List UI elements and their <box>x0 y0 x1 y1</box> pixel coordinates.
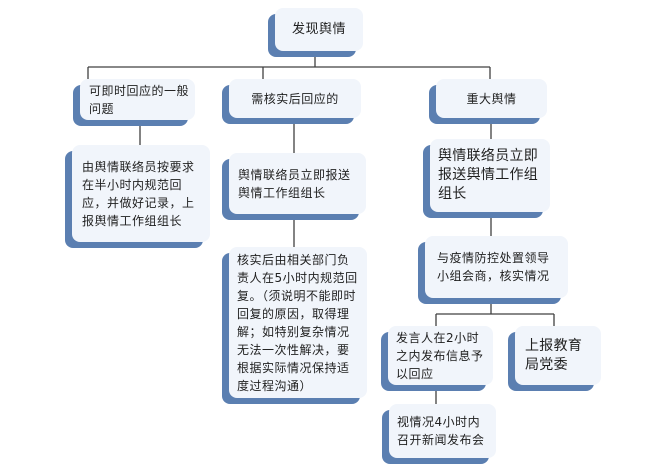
branch-node-press-conference-text: 视情况4小时内召开新闻发布会 <box>397 415 485 447</box>
category-node-major-incident: 重大舆情 <box>436 79 547 118</box>
category-node-verify-first: 需核实后回应的 <box>229 79 361 118</box>
step-node-consult-epidemic-group-text: 与疫情防控处置领导小组会商，核实情况 <box>437 251 550 283</box>
step-node-major-report-to-group-leader: 舆情联络员立即报送舆情工作组组长 <box>430 139 550 212</box>
root-node: 发现舆情 <box>275 8 363 51</box>
branch-node-press-conference: 视情况4小时内召开新闻发布会 <box>389 404 496 458</box>
step-node-major-report-to-group-leader-text: 舆情联络员立即报送舆情工作组组长 <box>438 148 539 202</box>
category-node-immediate-response-label: 可即时回应的一般问题 <box>89 83 190 116</box>
branch-node-report-education-bureau: 上报教育局党委 <box>515 326 601 385</box>
category-node-major-incident-label: 重大舆情 <box>466 91 517 106</box>
step-node-five-hour-reply: 核实后由相关部门负责人在5小时内规范回复。（须说明不能即时回复的原因，取得理解；… <box>229 247 367 398</box>
step-node-five-hour-reply-text: 核实后由相关部门负责人在5小时内规范回复。（须说明不能即时回复的原因，取得理解；… <box>237 252 358 393</box>
root-node-label: 发现舆情 <box>291 21 346 37</box>
branch-node-spokesperson-release-text: 发言人在2小时之内发布信息予以回应 <box>396 330 484 381</box>
branch-node-report-education-bureau-text: 上报教育局党委 <box>525 337 583 373</box>
step-node-half-hour-response: 由舆情联络员按要求在半小时内规范回应，并做好记录，上报舆情工作组组长 <box>72 145 210 242</box>
branch-node-spokesperson-release: 发言人在2小时之内发布信息予以回应 <box>388 326 493 385</box>
step-node-report-to-group-leader-text: 舆情联络员立即报送舆情工作组组长 <box>238 167 351 200</box>
step-node-consult-epidemic-group: 与疫情防控处置领导小组会商，核实情况 <box>425 236 568 298</box>
step-node-report-to-group-leader: 舆情联络员立即报送舆情工作组组长 <box>229 153 366 214</box>
step-node-half-hour-response-text: 由舆情联络员按要求在半小时内规范回应，并做好记录，上报舆情工作组组长 <box>82 159 195 228</box>
category-node-verify-first-label: 需核实后回应的 <box>251 91 339 106</box>
category-node-immediate-response: 可即时回应的一般问题 <box>80 79 195 120</box>
